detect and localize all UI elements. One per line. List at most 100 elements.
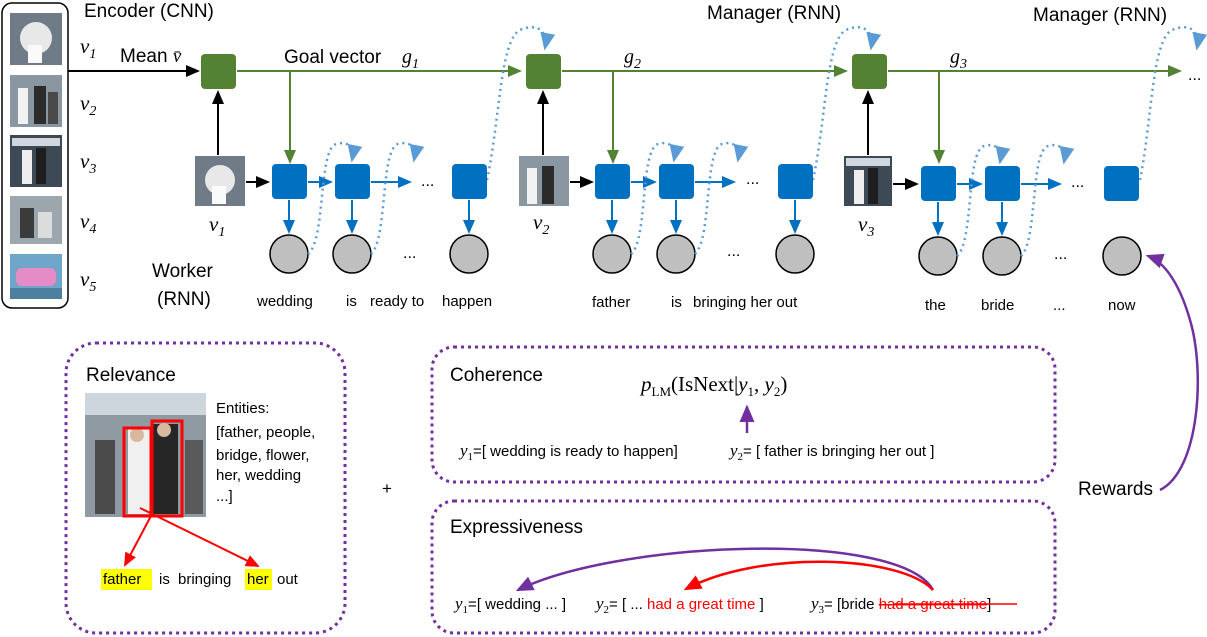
goal-g3: g3 [950,46,967,72]
expressiveness-title: Expressiveness [450,517,583,538]
worker-node [595,164,630,199]
generated-sentence-1: wedding is ready to happen [256,293,492,310]
word: father [592,294,630,311]
coherence-formula: pLM(IsNext|y1, y2) [639,372,787,399]
visual-label-v3: v3 [858,212,874,240]
coherence-y2: y2= [ father is bringing her out ] [728,441,934,463]
worker-node [452,164,487,199]
word-feedback-loop [307,141,363,255]
word-node [332,234,372,274]
expressiveness-y2: y2= [ ... had a great time ] [594,594,764,616]
entities-line: ...] [216,488,233,505]
grounding-arrow-her [139,507,260,567]
worker-segment-2: ... ... [592,141,815,274]
word: ready to [370,293,424,310]
highlight-father [101,569,152,590]
word-feedback-loop [956,143,1011,257]
goal-g1: g1 [402,46,419,72]
entities-line: [father, people, [216,424,315,441]
word-ellipsis: ... [727,243,740,260]
encoder-panel [1,2,69,309]
word-feedback-loop [1020,143,1075,257]
worker-node [1104,166,1139,201]
relevance-word: out [277,571,299,588]
coherence-panel [430,345,1057,484]
manager-node [201,54,236,89]
expressiveness-panel [430,499,1057,635]
worker-node [921,166,956,201]
worker-node [778,164,813,199]
relevance-title: Relevance [86,365,176,386]
goal-vector-label: Goal vector [284,47,382,68]
word-ellipsis: ... [1054,246,1067,263]
word: ... [1053,297,1066,314]
worker-segment-1: ... ... [269,141,489,274]
word-feedback-loop [630,141,685,255]
relevance-word: bringing [178,571,231,588]
highlight-her [245,569,272,590]
coherence-y1: y1=[ wedding is ready to happen] [458,441,678,463]
rewards-label: Rewards [1078,479,1153,500]
word-node [775,234,815,274]
manager-node [852,54,887,89]
encoder-title: Encoder (CNN) [84,1,214,22]
word-node [656,234,696,274]
frame-label-v4: v4 [80,209,96,237]
worker-node [272,164,307,199]
entities-line: bridge, flower, [216,447,309,464]
word: is [346,293,357,310]
manager-recurrent-loop [485,25,556,181]
frame-thumbnail [10,13,62,65]
generated-sentence-2: father is bringing her out [592,294,798,311]
expressiveness-y1: y1=[ wedding ... ] [453,594,566,616]
word-node [269,234,309,274]
word: bringing her out [693,294,798,311]
relevance-word: is [159,571,170,588]
manager-recurrent-loop [811,25,882,181]
expressiveness-arrow-to-y1 [515,547,935,592]
frame-thumbnail [10,75,62,127]
word-node [1102,236,1142,276]
word-node [592,234,632,274]
frame-labels: v1 v2 v3 v4 v5 [80,34,96,295]
worker-ellipsis: ... [1071,174,1084,191]
word: the [925,297,946,314]
worker-node [985,166,1020,201]
word-node [982,236,1022,276]
manager-title-1: Manager (RNN) [707,3,841,24]
frame-label-v3: v3 [80,149,96,177]
word: happen [442,293,492,310]
worker-title: Worker [152,261,214,282]
relevance-image [85,393,206,517]
worker-ellipsis: ... [746,171,759,188]
coherence-title: Coherence [450,365,543,386]
word-ellipsis: ... [403,245,416,262]
entities-line: Entities: [216,400,269,417]
relevance-panel [64,341,347,635]
word: bride [981,297,1014,314]
manager-title-2: Manager (RNN) [1033,5,1167,26]
relevance-word-father: father [103,571,141,588]
relevance-word-her: her [247,571,269,588]
manager-node [526,54,561,89]
manager-ellipsis: ... [1188,67,1201,84]
worker-segment-3: ... ... [918,143,1142,276]
grounding-arrow-father [124,513,153,567]
visual-label-v2: v2 [533,210,549,238]
visual-input-thumbnail [844,156,892,206]
generated-sentence-3: the bride ... now [925,297,1136,314]
visual-input-thumbnail [519,156,569,206]
word: now [1108,297,1136,314]
word-node [449,234,489,274]
worker-node [335,164,370,199]
frame-label-v5: v5 [80,267,96,295]
worker-node [659,164,694,199]
manager-recurrent-loop [1138,25,1207,181]
word: is [671,294,682,311]
visual-label-v1: v1 [209,212,225,240]
visual-input-thumbnail [195,156,245,206]
encoder-frames [10,13,62,299]
expressiveness-arrow-to-y2 [683,560,934,591]
frame-thumbnail [10,196,62,244]
bbox-father [150,419,184,518]
